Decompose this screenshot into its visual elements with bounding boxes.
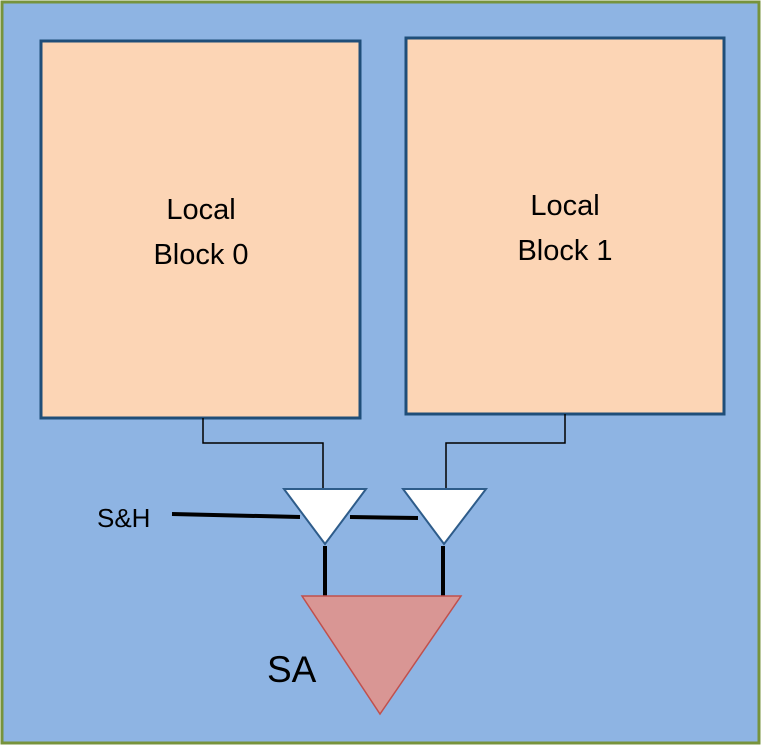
sh-label: S&H (97, 503, 150, 533)
local-block-1-rect (404, 36, 726, 416)
sense-amplifier (300, 595, 463, 716)
local-block-0: Local Block 0 (39, 39, 362, 420)
local-block-0-label-line1: Local (166, 194, 235, 226)
local-block-1-label-line2: Block 1 (517, 235, 612, 267)
sample-hold-0 (282, 488, 368, 546)
block-0-output-wire (202, 418, 324, 489)
local-block-0-label-line2: Block 0 (153, 239, 248, 271)
sample-hold-1 (401, 488, 489, 546)
sh-control-line-link (349, 515, 419, 520)
block-1-output-wire (445, 414, 566, 489)
local-block-1: Local Block 1 (404, 36, 726, 416)
local-block-0-rect (39, 39, 362, 420)
local-block-1-label-line1: Local (530, 190, 599, 222)
sense-amplifier-label: SA (267, 649, 317, 690)
sh-control-line (171, 512, 301, 519)
